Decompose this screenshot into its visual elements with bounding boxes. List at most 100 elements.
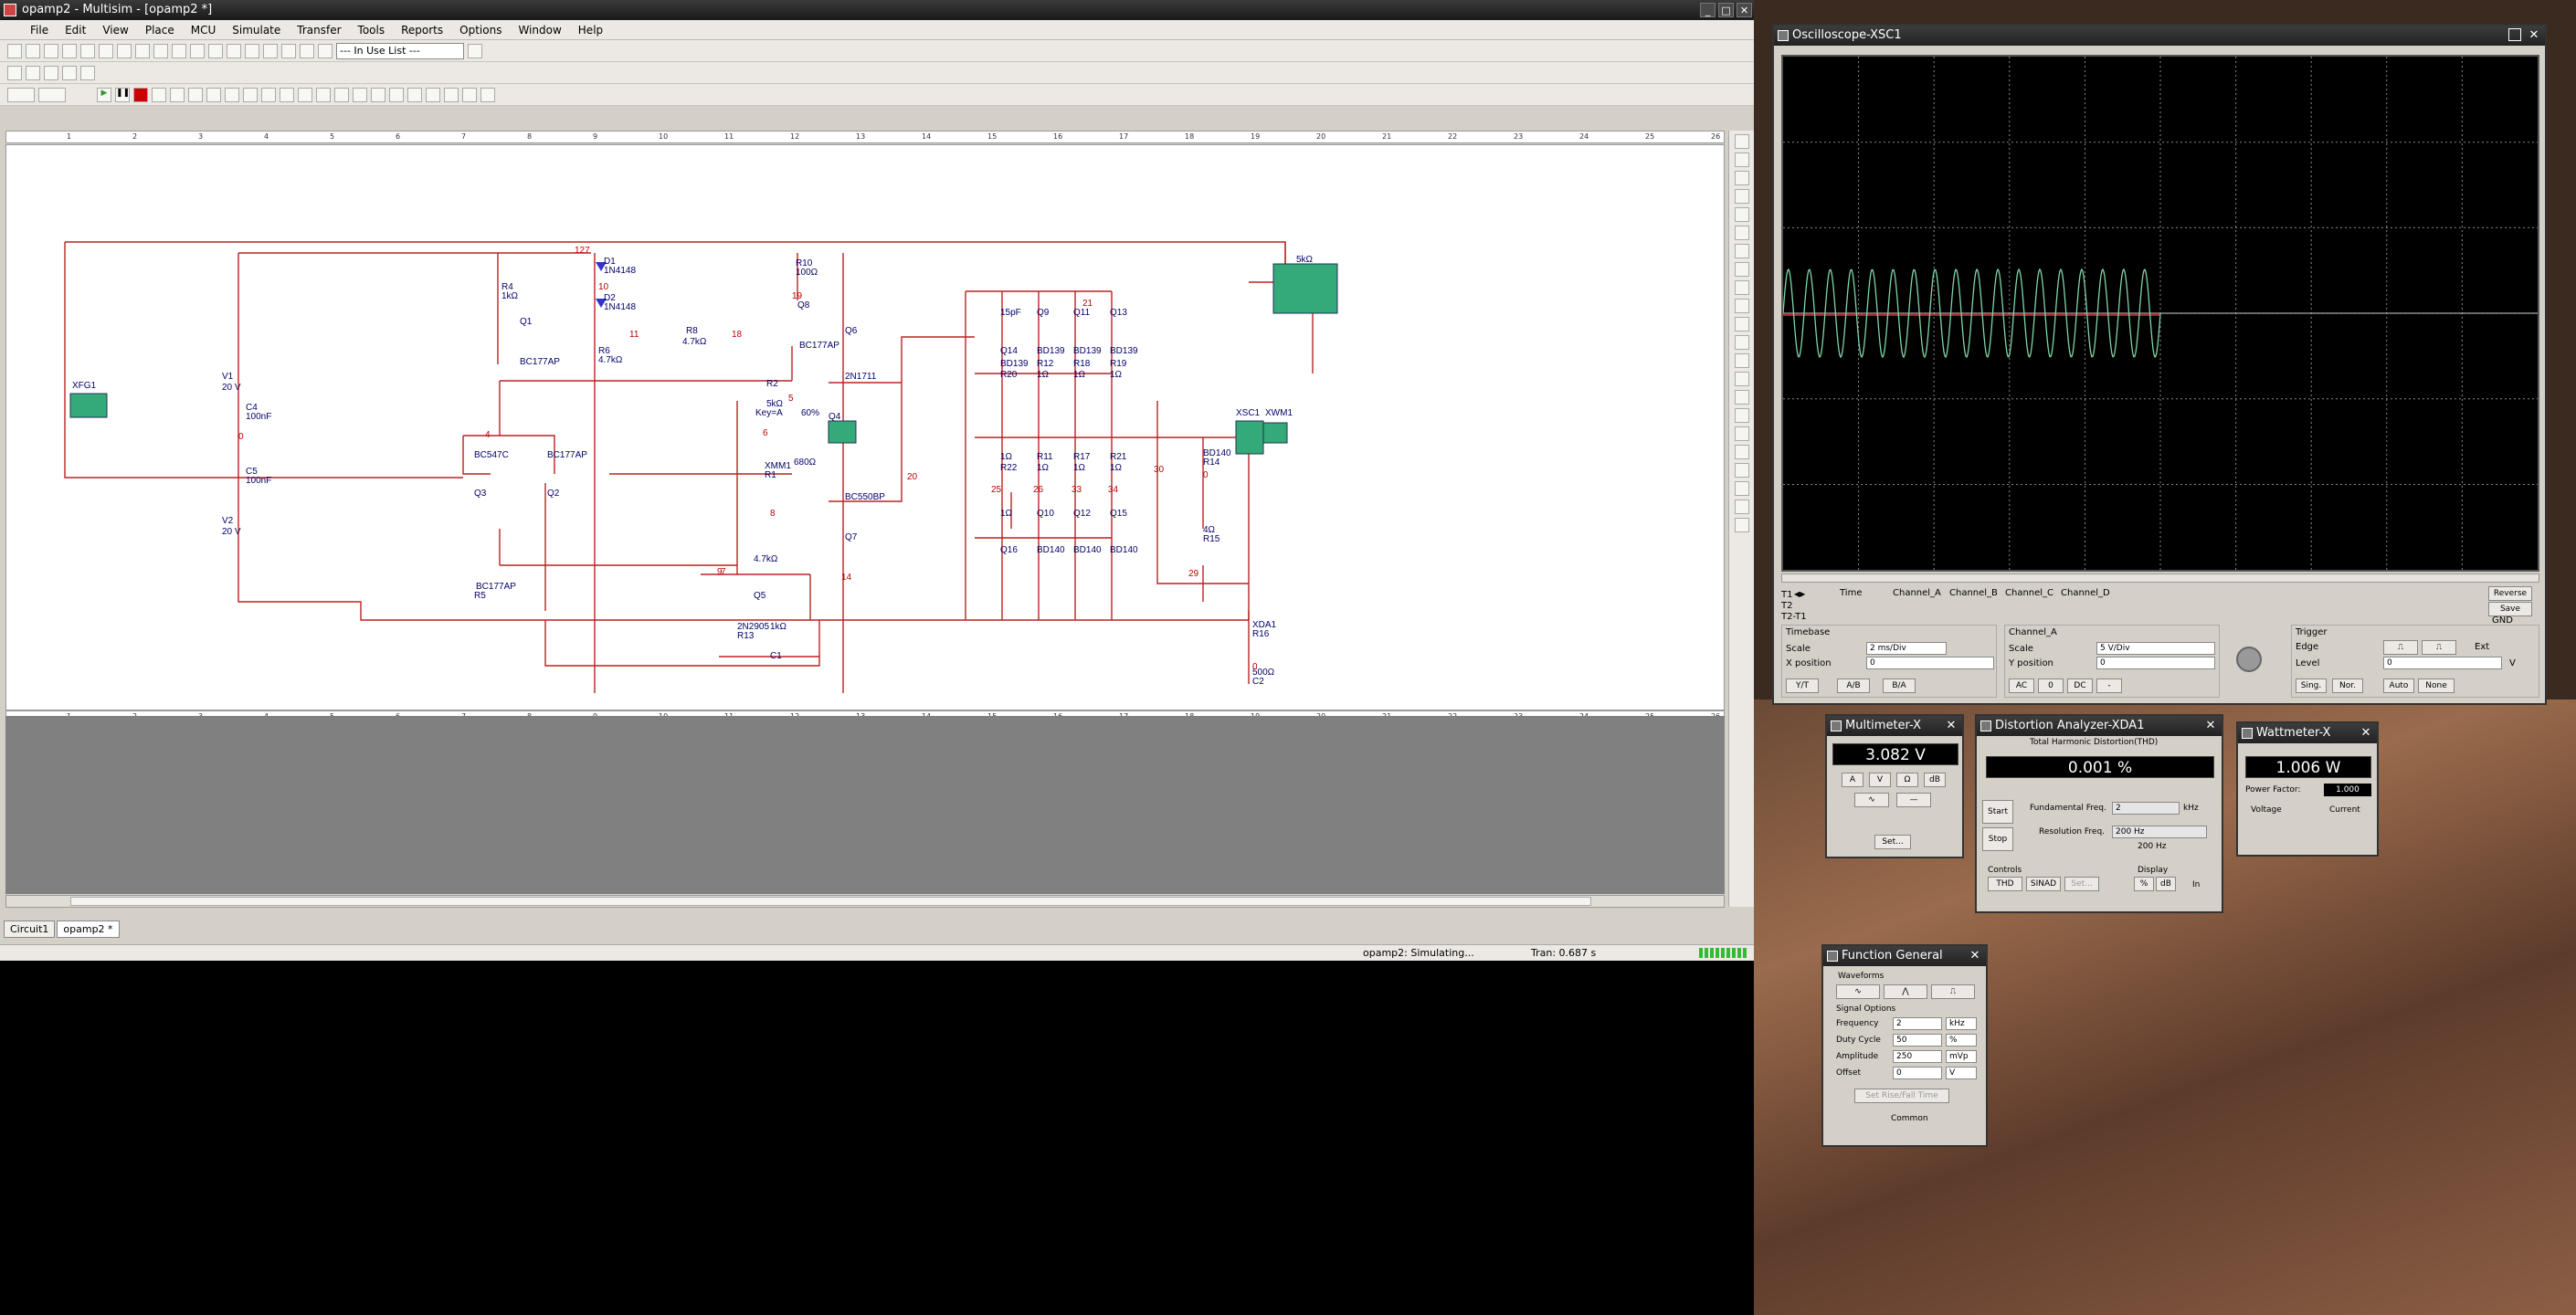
scope-screen[interactable] [1781, 55, 2539, 572]
dc-line-icon[interactable]: — [1896, 793, 1931, 807]
print-icon[interactable] [62, 43, 77, 58]
run-icon[interactable]: ▶ [97, 87, 111, 102]
square-wave-icon[interactable]: ⎍ [1931, 984, 1975, 999]
instrument-icon[interactable] [1735, 244, 1749, 258]
fullscreen-icon[interactable] [190, 43, 205, 58]
falling-edge-icon[interactable]: ⎍ [2422, 640, 2456, 655]
db-button[interactable]: dB [2156, 877, 2176, 891]
close-icon[interactable]: ✕ [2360, 726, 2371, 740]
instrument-icon[interactable] [1735, 353, 1749, 368]
distortion-set-button[interactable]: Set... [2064, 877, 2099, 891]
menu-mcu[interactable]: MCU [190, 23, 216, 37]
reverse-button[interactable]: Reverse [2488, 586, 2532, 601]
close-button[interactable]: ✕ [1737, 3, 1752, 17]
virtual-component-icon[interactable] [170, 87, 185, 102]
channel-scale-input[interactable]: 5 V/Div [2096, 642, 2215, 655]
instrument-icon[interactable] [1735, 153, 1749, 167]
select-icon[interactable] [7, 65, 22, 80]
erc-icon[interactable] [300, 43, 314, 58]
oscilloscope-titlebar[interactable]: Oscilloscope-XSC1 ✕ [1774, 26, 2545, 46]
instrument-icon[interactable] [1735, 390, 1749, 405]
probe-icon[interactable] [152, 87, 166, 102]
save-icon[interactable] [44, 43, 58, 58]
zoom-fit-icon[interactable] [80, 65, 95, 80]
function-generator-symbol[interactable] [69, 393, 108, 418]
option-input[interactable]: 250 [1893, 1050, 1942, 1063]
database-icon[interactable] [227, 43, 241, 58]
voltmeter-button[interactable]: V [1869, 773, 1891, 787]
single-button[interactable]: Sing. [2296, 679, 2327, 693]
menu-place[interactable]: Place [144, 23, 174, 37]
ammeter-button[interactable]: A [1842, 773, 1863, 787]
cmos-icon[interactable] [298, 87, 312, 102]
scroll-thumb[interactable] [70, 897, 1591, 906]
power-icon[interactable] [371, 87, 385, 102]
redo-icon[interactable] [172, 43, 186, 58]
help-icon[interactable] [468, 43, 482, 58]
analog-icon[interactable] [261, 87, 276, 102]
grapher-icon[interactable] [263, 43, 278, 58]
oscilloscope-symbol[interactable] [1272, 263, 1338, 314]
close-icon[interactable]: ✕ [1969, 949, 1980, 963]
channel-selector-knob-icon[interactable] [2236, 647, 2262, 672]
menu-view[interactable]: View [102, 23, 129, 37]
transistor-icon[interactable] [243, 87, 258, 102]
yt-button[interactable]: Y/T [1786, 679, 1819, 693]
stop-icon[interactable] [133, 87, 148, 102]
undo-icon[interactable] [153, 43, 168, 58]
instrument-icon[interactable] [1735, 280, 1749, 295]
copy-icon[interactable] [117, 43, 132, 58]
settings-button[interactable]: Set... [1874, 835, 1911, 849]
cursor-arrows-icon[interactable]: ◀▶ [1794, 590, 1806, 598]
instrument-icon[interactable] [1735, 335, 1749, 350]
ac-wave-icon[interactable]: ∿ [1854, 793, 1889, 807]
funcgen-titlebar[interactable]: Function General ✕ [1823, 946, 1986, 966]
minimize-button[interactable]: _ [1700, 3, 1716, 17]
close-icon[interactable]: ✕ [2205, 719, 2216, 732]
indicator-icon[interactable] [353, 87, 367, 102]
menu-tools[interactable]: Tools [357, 23, 385, 37]
dc-button[interactable]: DC [2067, 679, 2093, 693]
sim-pause-switch-icon[interactable] [38, 87, 66, 102]
menu-transfer[interactable]: Transfer [297, 23, 342, 37]
zoom-in-icon[interactable] [26, 65, 40, 80]
menu-help[interactable]: Help [577, 23, 604, 37]
option-input[interactable]: 50 [1893, 1034, 1942, 1047]
wattmeter-titlebar[interactable]: Wattmeter-X ✕ [2238, 723, 2377, 743]
timebase-scale-input[interactable]: 2 ms/Div [1866, 642, 1947, 655]
print-preview-icon[interactable] [80, 43, 95, 58]
mixed-icon[interactable] [334, 87, 349, 102]
maximize-button[interactable]: □ [1718, 3, 1734, 17]
spreadsheet-icon[interactable] [208, 43, 223, 58]
instrument-icon[interactable] [1735, 408, 1749, 423]
menu-reports[interactable]: Reports [401, 23, 444, 37]
option-unit[interactable]: V [1946, 1067, 1977, 1079]
menu-edit[interactable]: Edit [65, 23, 87, 37]
thd-button[interactable]: THD [1988, 877, 2022, 891]
start-button[interactable]: Start [1982, 800, 2013, 824]
instrument-icon[interactable] [1735, 262, 1749, 277]
ttl-icon[interactable] [280, 87, 294, 102]
wattmeter-symbol[interactable] [1235, 420, 1264, 455]
restore-icon[interactable] [2508, 28, 2521, 41]
paste-icon[interactable] [135, 43, 150, 58]
sine-wave-icon[interactable]: ∿ [1836, 984, 1880, 999]
diode-icon[interactable] [225, 87, 239, 102]
menu-window[interactable]: Window [518, 23, 562, 37]
distortion-analyzer-symbol[interactable] [1262, 422, 1288, 444]
fundamental-input[interactable]: 2 [2112, 802, 2180, 815]
multimeter-titlebar[interactable]: Multimeter-X ✕ [1827, 716, 1962, 736]
rf-icon[interactable] [407, 87, 422, 102]
source-icon[interactable] [188, 87, 203, 102]
basic-icon[interactable] [206, 87, 221, 102]
ba-button[interactable]: B/A [1883, 679, 1916, 693]
in-use-list-dropdown[interactable]: --- In Use List --- [336, 42, 464, 59]
minus-button[interactable]: - [2096, 679, 2122, 693]
cut-icon[interactable] [99, 43, 113, 58]
close-icon[interactable]: ✕ [1946, 719, 1957, 732]
option-input[interactable]: 2 [1893, 1017, 1942, 1030]
stop-button[interactable]: Stop [1982, 827, 2013, 851]
connector-icon[interactable] [480, 87, 495, 102]
instrument-icon[interactable] [1735, 372, 1749, 386]
distortion-titlebar[interactable]: Distortion Analyzer-XDA1 ✕ [1977, 716, 2222, 736]
